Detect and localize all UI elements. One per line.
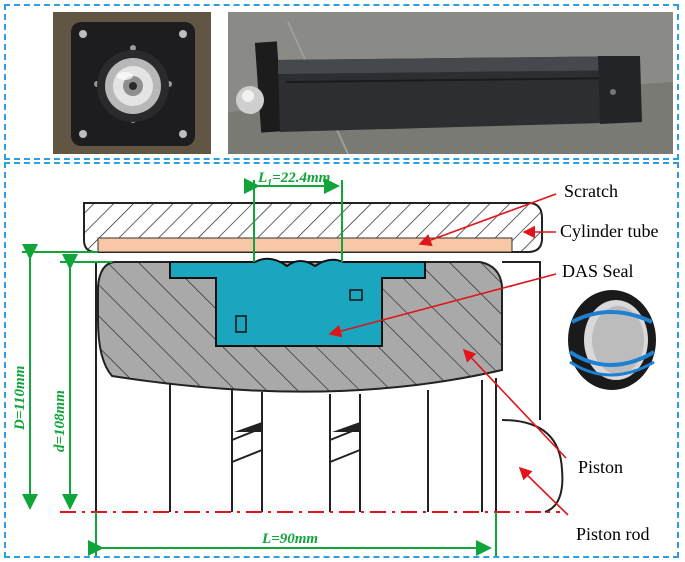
D-dimension <box>22 244 98 510</box>
l1-label: L1=22.4mm <box>257 170 330 189</box>
piston-rod-outline <box>95 261 564 513</box>
das-seal-section <box>169 257 426 347</box>
drawing-panel <box>4 162 679 558</box>
L-label: L=90mm <box>261 531 318 547</box>
D-label: D=110mm <box>12 366 28 431</box>
rod-wedges <box>234 422 360 432</box>
das-seal-label: DAS Seal <box>562 261 634 281</box>
cylinder-tube-label: Cylinder tube <box>560 221 658 241</box>
photo-panel <box>4 4 679 160</box>
L-dimension <box>88 512 497 556</box>
leader-lines <box>328 193 569 516</box>
das-seal-photo-icon <box>560 282 660 400</box>
scratch-band <box>97 237 513 253</box>
cylinder-end-photo-icon <box>53 12 211 154</box>
piston-rod-label: Piston rod <box>576 524 650 544</box>
d-dimension <box>60 254 112 510</box>
d-label: d=108mm <box>52 390 68 452</box>
l1-dimension <box>244 178 343 262</box>
scratch-label: Scratch <box>564 181 618 201</box>
piston-label: Piston <box>578 457 623 477</box>
cylinder-side-photo-icon <box>228 12 673 154</box>
